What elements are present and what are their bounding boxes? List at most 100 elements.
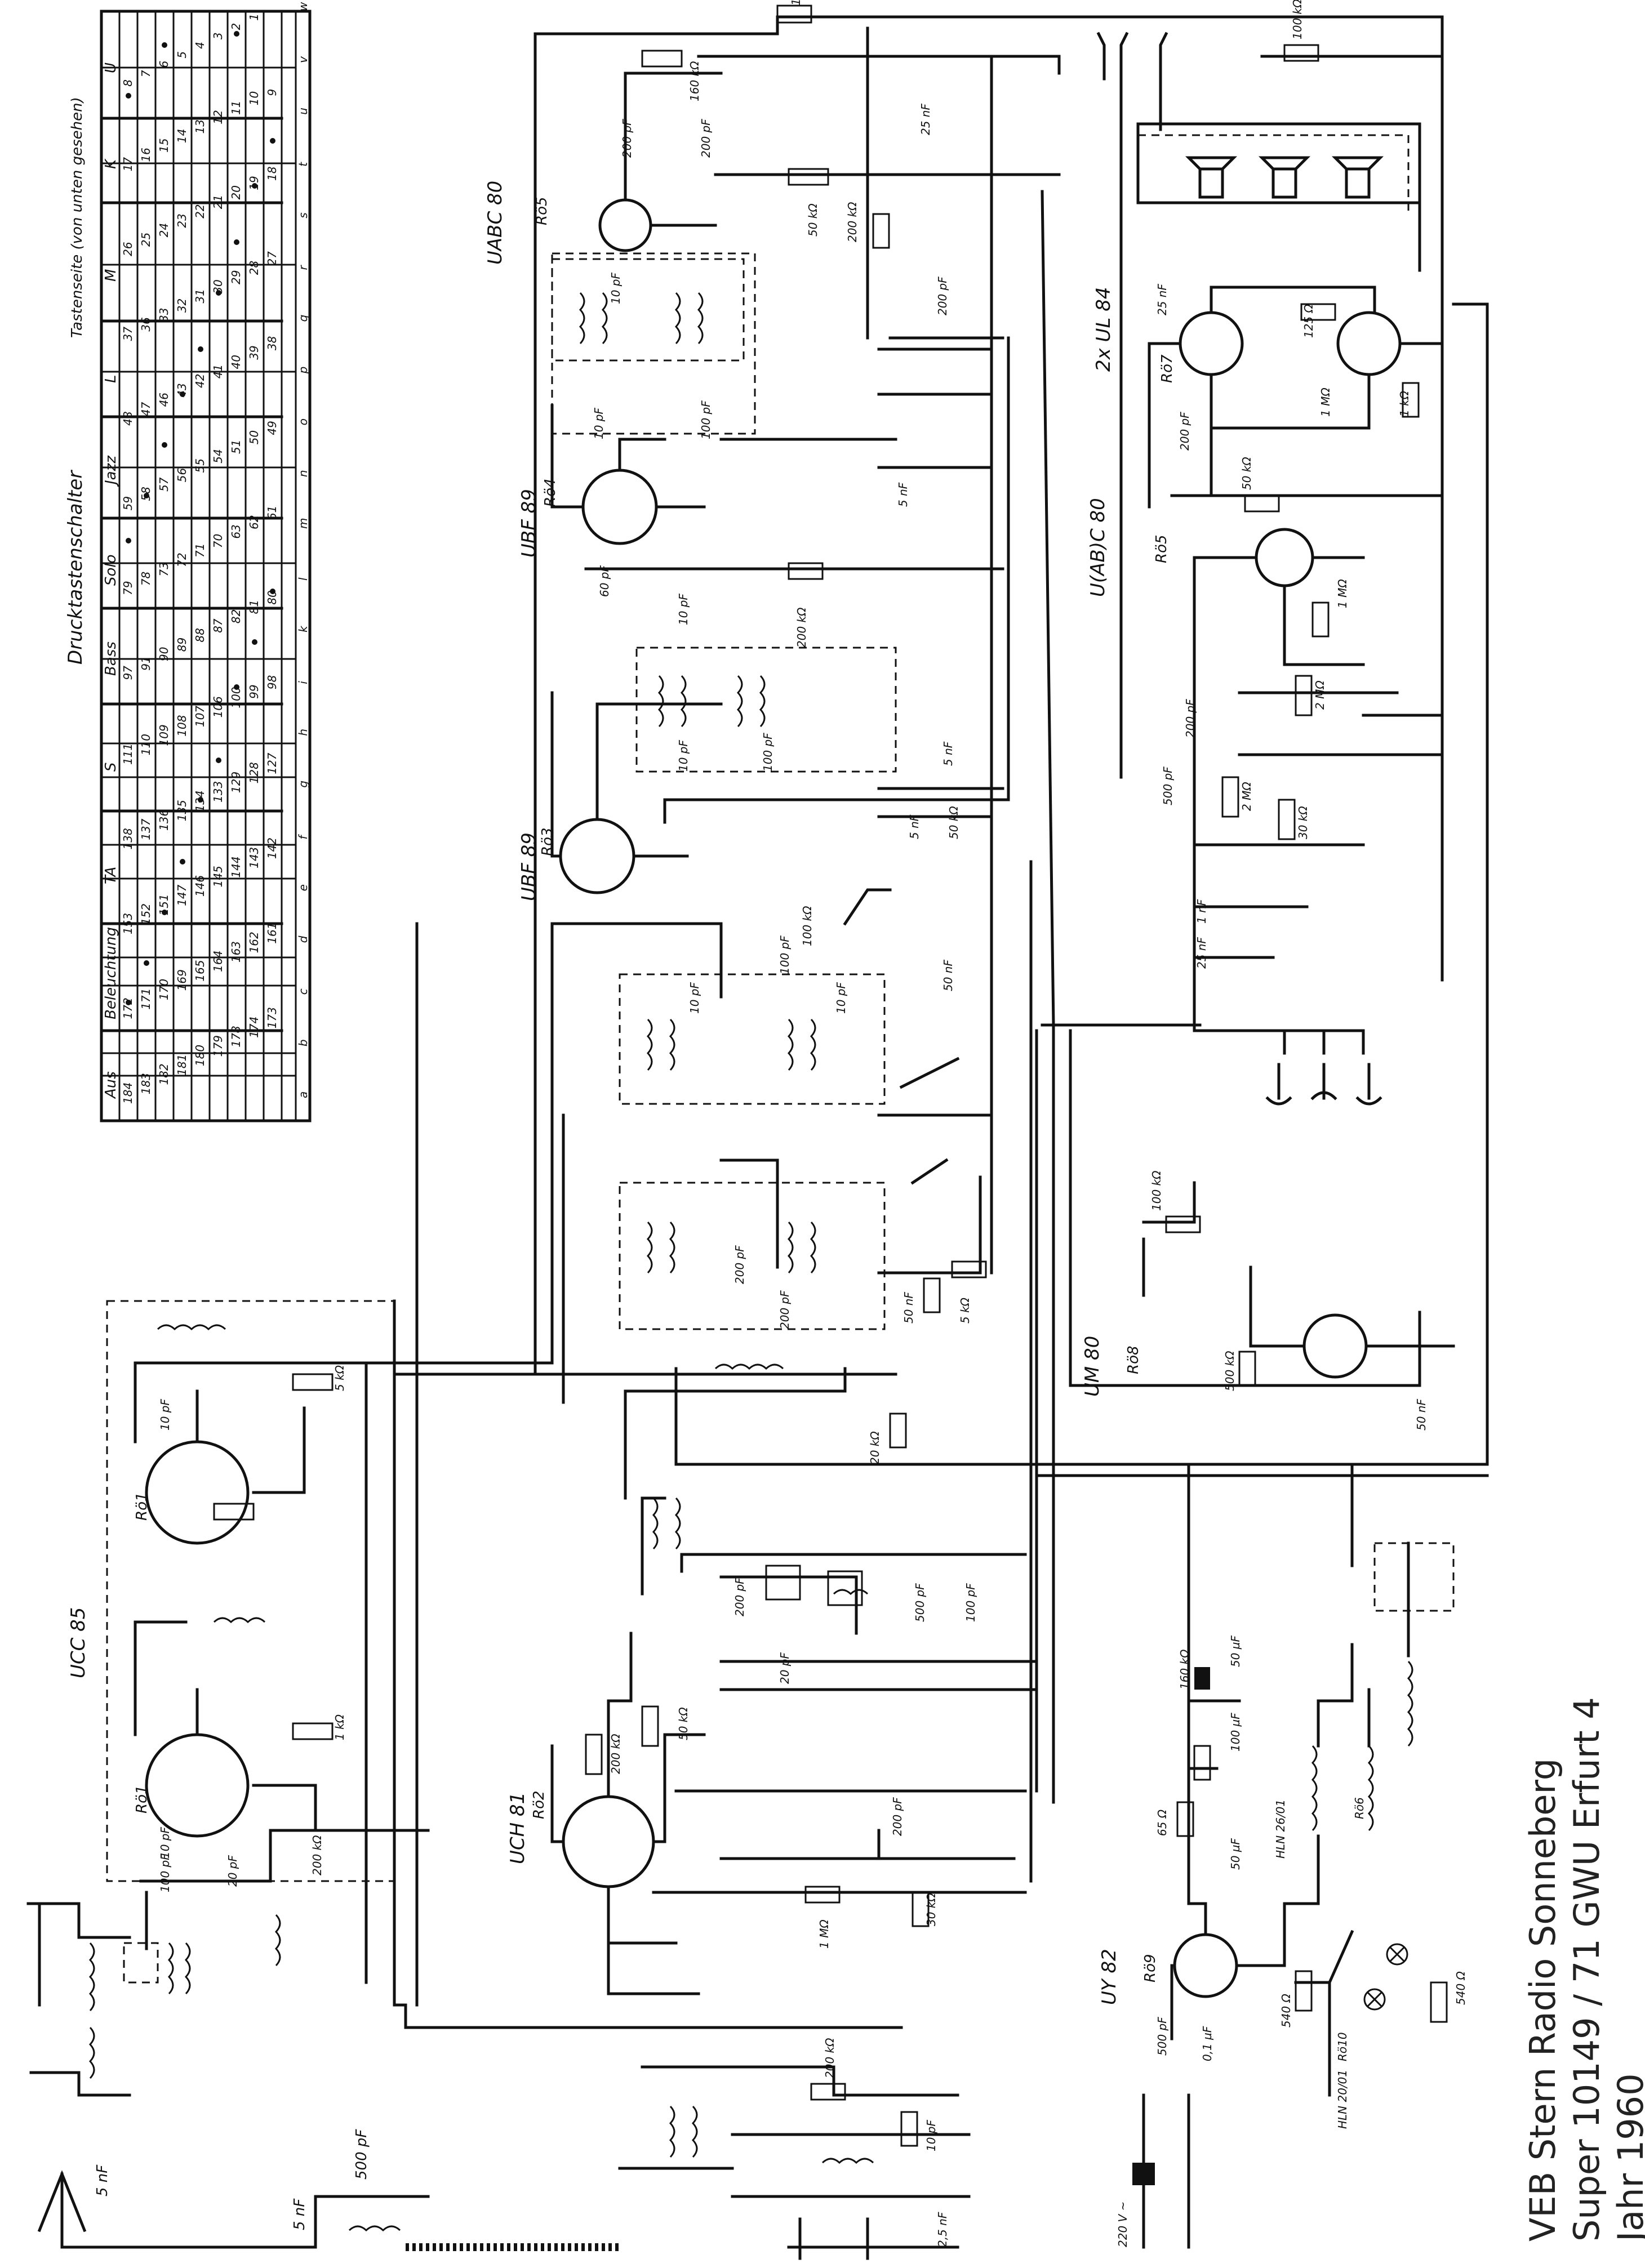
table-row-letter: s [296, 212, 310, 218]
tube-uch81-label: UCH 81 [506, 1792, 529, 1864]
section-bass: Bass [103, 641, 119, 676]
label-50uf-a: 50 µF [1229, 1838, 1242, 1870]
label-30pf-b: 10 pF [834, 982, 848, 1014]
label-5kohm-b: 5 kΩ [958, 1297, 972, 1324]
table-contact-number: 144 [229, 856, 243, 877]
table-contact-number: 72 [175, 552, 189, 567]
table-row-letter: b [296, 1039, 310, 1046]
table-contact-number: 47 [139, 402, 153, 416]
label-1mohm-c: 1 MΩ [1319, 387, 1332, 417]
table-row-letter: l [296, 577, 310, 581]
table-contact-number: 25 [139, 233, 153, 247]
section-l: L [103, 375, 119, 384]
table-contact-number: 6 [157, 61, 171, 68]
table-contact-number: 30 [211, 279, 225, 293]
tube-uabc80-b-ref: Rö5 [1153, 534, 1170, 563]
label-200pf-c: 200 pF [778, 1290, 792, 1329]
table-contact-number: 4 [193, 42, 207, 49]
label-10pf-a: 10 pF [158, 1398, 172, 1431]
tube-ref-ro6: Rö6 [1353, 1797, 1366, 1819]
tube-uy82-ref: Rö9 [1142, 1954, 1159, 1982]
label-60pf-a: 60 pF [598, 565, 611, 597]
table-contact-number: 29 [229, 270, 243, 284]
table-contact-number: 48 [121, 411, 135, 425]
table-contact-number: 87 [211, 618, 225, 633]
table-row-letter: m [296, 518, 310, 529]
label-200kohm-b: 200 kΩ [823, 2038, 837, 2078]
table-contact-number: 10 [247, 91, 261, 105]
table-contact-number: 37 [121, 327, 135, 341]
table-contact-number: 62 [247, 515, 261, 529]
table-contact-number: 54 [211, 449, 225, 463]
table-contact-number: 90 [157, 647, 171, 661]
table-contact-number: 108 [175, 715, 189, 737]
table-contact-number: 73 [157, 562, 171, 576]
label-100pf-c: 100 pF [761, 733, 775, 772]
table-contact-number: 89 [175, 638, 189, 652]
table-contact-number: 7 [139, 70, 153, 77]
uabc80-top: UABC 80 Rö5 160 kΩ 50 kΩ 200 pF 200 pF 2… [484, 0, 1444, 1376]
section-solo: Solo [103, 554, 119, 586]
label-100pf-a: 100 pF [158, 1853, 172, 1892]
table-contact-number: 80 [265, 590, 279, 604]
table-row-letter: a [296, 1091, 310, 1098]
ubf89-ro4: UBF 89 Rö4 10 pF 100 pF 10 pF 200 kΩ 60 … [518, 252, 1004, 648]
table-contact-number: 110 [139, 734, 153, 755]
table-contact-number: 152 [139, 903, 153, 925]
table-contact-number: 46 [157, 393, 171, 407]
table-contact-number: 24 [157, 223, 171, 237]
table-contact-number: 56 [175, 468, 189, 482]
label-25pf-a: 10 pF [158, 1826, 172, 1859]
label-40pf-b: 10 pF [677, 593, 690, 625]
ucc85-tuner: UCC 85 Rö1 Rö1 5 kΩ 1 kΩ 200 kΩ 10 pF 10… [67, 922, 723, 2029]
label-200pf-e: 200 pF [699, 119, 713, 158]
tube-ubf89-a-label: UBF 89 [518, 832, 540, 901]
table-contact-number: 59 [121, 496, 135, 510]
table-contact-number: 179 [211, 1035, 225, 1057]
table-contact-number: 178 [229, 1026, 243, 1047]
table-contact-number: 36 [139, 317, 153, 331]
label-hln2601: HLN 26/01 [1274, 1799, 1287, 1859]
label-2mohm: 2 MΩ [1240, 782, 1253, 811]
label-200pf-f: 200 pF [936, 277, 949, 315]
table-contact-number: 147 [175, 884, 189, 906]
tube-ref-ro1b: Rö1 [134, 1492, 150, 1521]
label-0-1uf: 0,1 µF [1201, 2026, 1214, 2061]
label-1nf-a: 1 nF [1195, 899, 1208, 924]
table-contact-number: 11 [229, 101, 243, 115]
label-50uf-b: 50 µF [1229, 1635, 1242, 1667]
table-contact-number: 27 [265, 251, 279, 266]
table-contact-number: 146 [193, 875, 207, 897]
table-contact-number: 138 [121, 828, 135, 849]
table-contact-number: 41 [211, 364, 225, 378]
table-row-letter: r [296, 265, 310, 270]
label-1mohm-a: 1 MΩ [817, 1919, 831, 1949]
antenna-input: 5 nF 20 pF 100 pF 500 pF 5 nF [26, 1829, 620, 2251]
table-contact-number: 100 [229, 687, 243, 708]
table-row-letter: u [296, 108, 310, 115]
label-5nf-a: 5 nF [94, 2164, 111, 2196]
power-supply: UY 82 Rö9 65 Ω 160 kΩ 50 µF 100 µF 50 µF… [1024, 1463, 1489, 2249]
table-row-letter: f [296, 834, 310, 839]
if-filter-cans: 10 pF 10 pF 200 pF 200 pF 50 nF 100 pF 1… [393, 860, 1033, 1883]
label-1kohm-a: 1 kΩ [333, 1714, 346, 1740]
label-25nf-b: 25 nF [919, 104, 932, 135]
table-contact-number: 40 [229, 355, 243, 369]
table-contact-number: 63 [229, 524, 243, 538]
table-contact-number: 32 [175, 298, 189, 313]
label-5kohm-a: 5 kΩ [333, 1365, 346, 1391]
table-contact-number: 2 [229, 23, 243, 30]
table-contact-number: 58 [139, 487, 153, 501]
table-contact-number: 183 [139, 1073, 153, 1094]
label-200pf-b: 200 pF [733, 1578, 746, 1616]
label-500pf-a: 500 pF [353, 2129, 370, 2180]
label-125ohm: 125 Ω [1302, 304, 1315, 338]
table-contact-number: 78 [139, 572, 153, 586]
table-contact-number: 134 [193, 790, 207, 812]
table-subtitle: Tastenseite (von unten gesehen) [69, 97, 86, 338]
tube-ubf89-b-ref: Rö4 [542, 478, 559, 507]
table-contact-number: 171 [139, 988, 153, 1010]
tube-ul84-ref: Rö7 [1159, 354, 1176, 383]
table-contact-number: 99 [247, 684, 261, 698]
